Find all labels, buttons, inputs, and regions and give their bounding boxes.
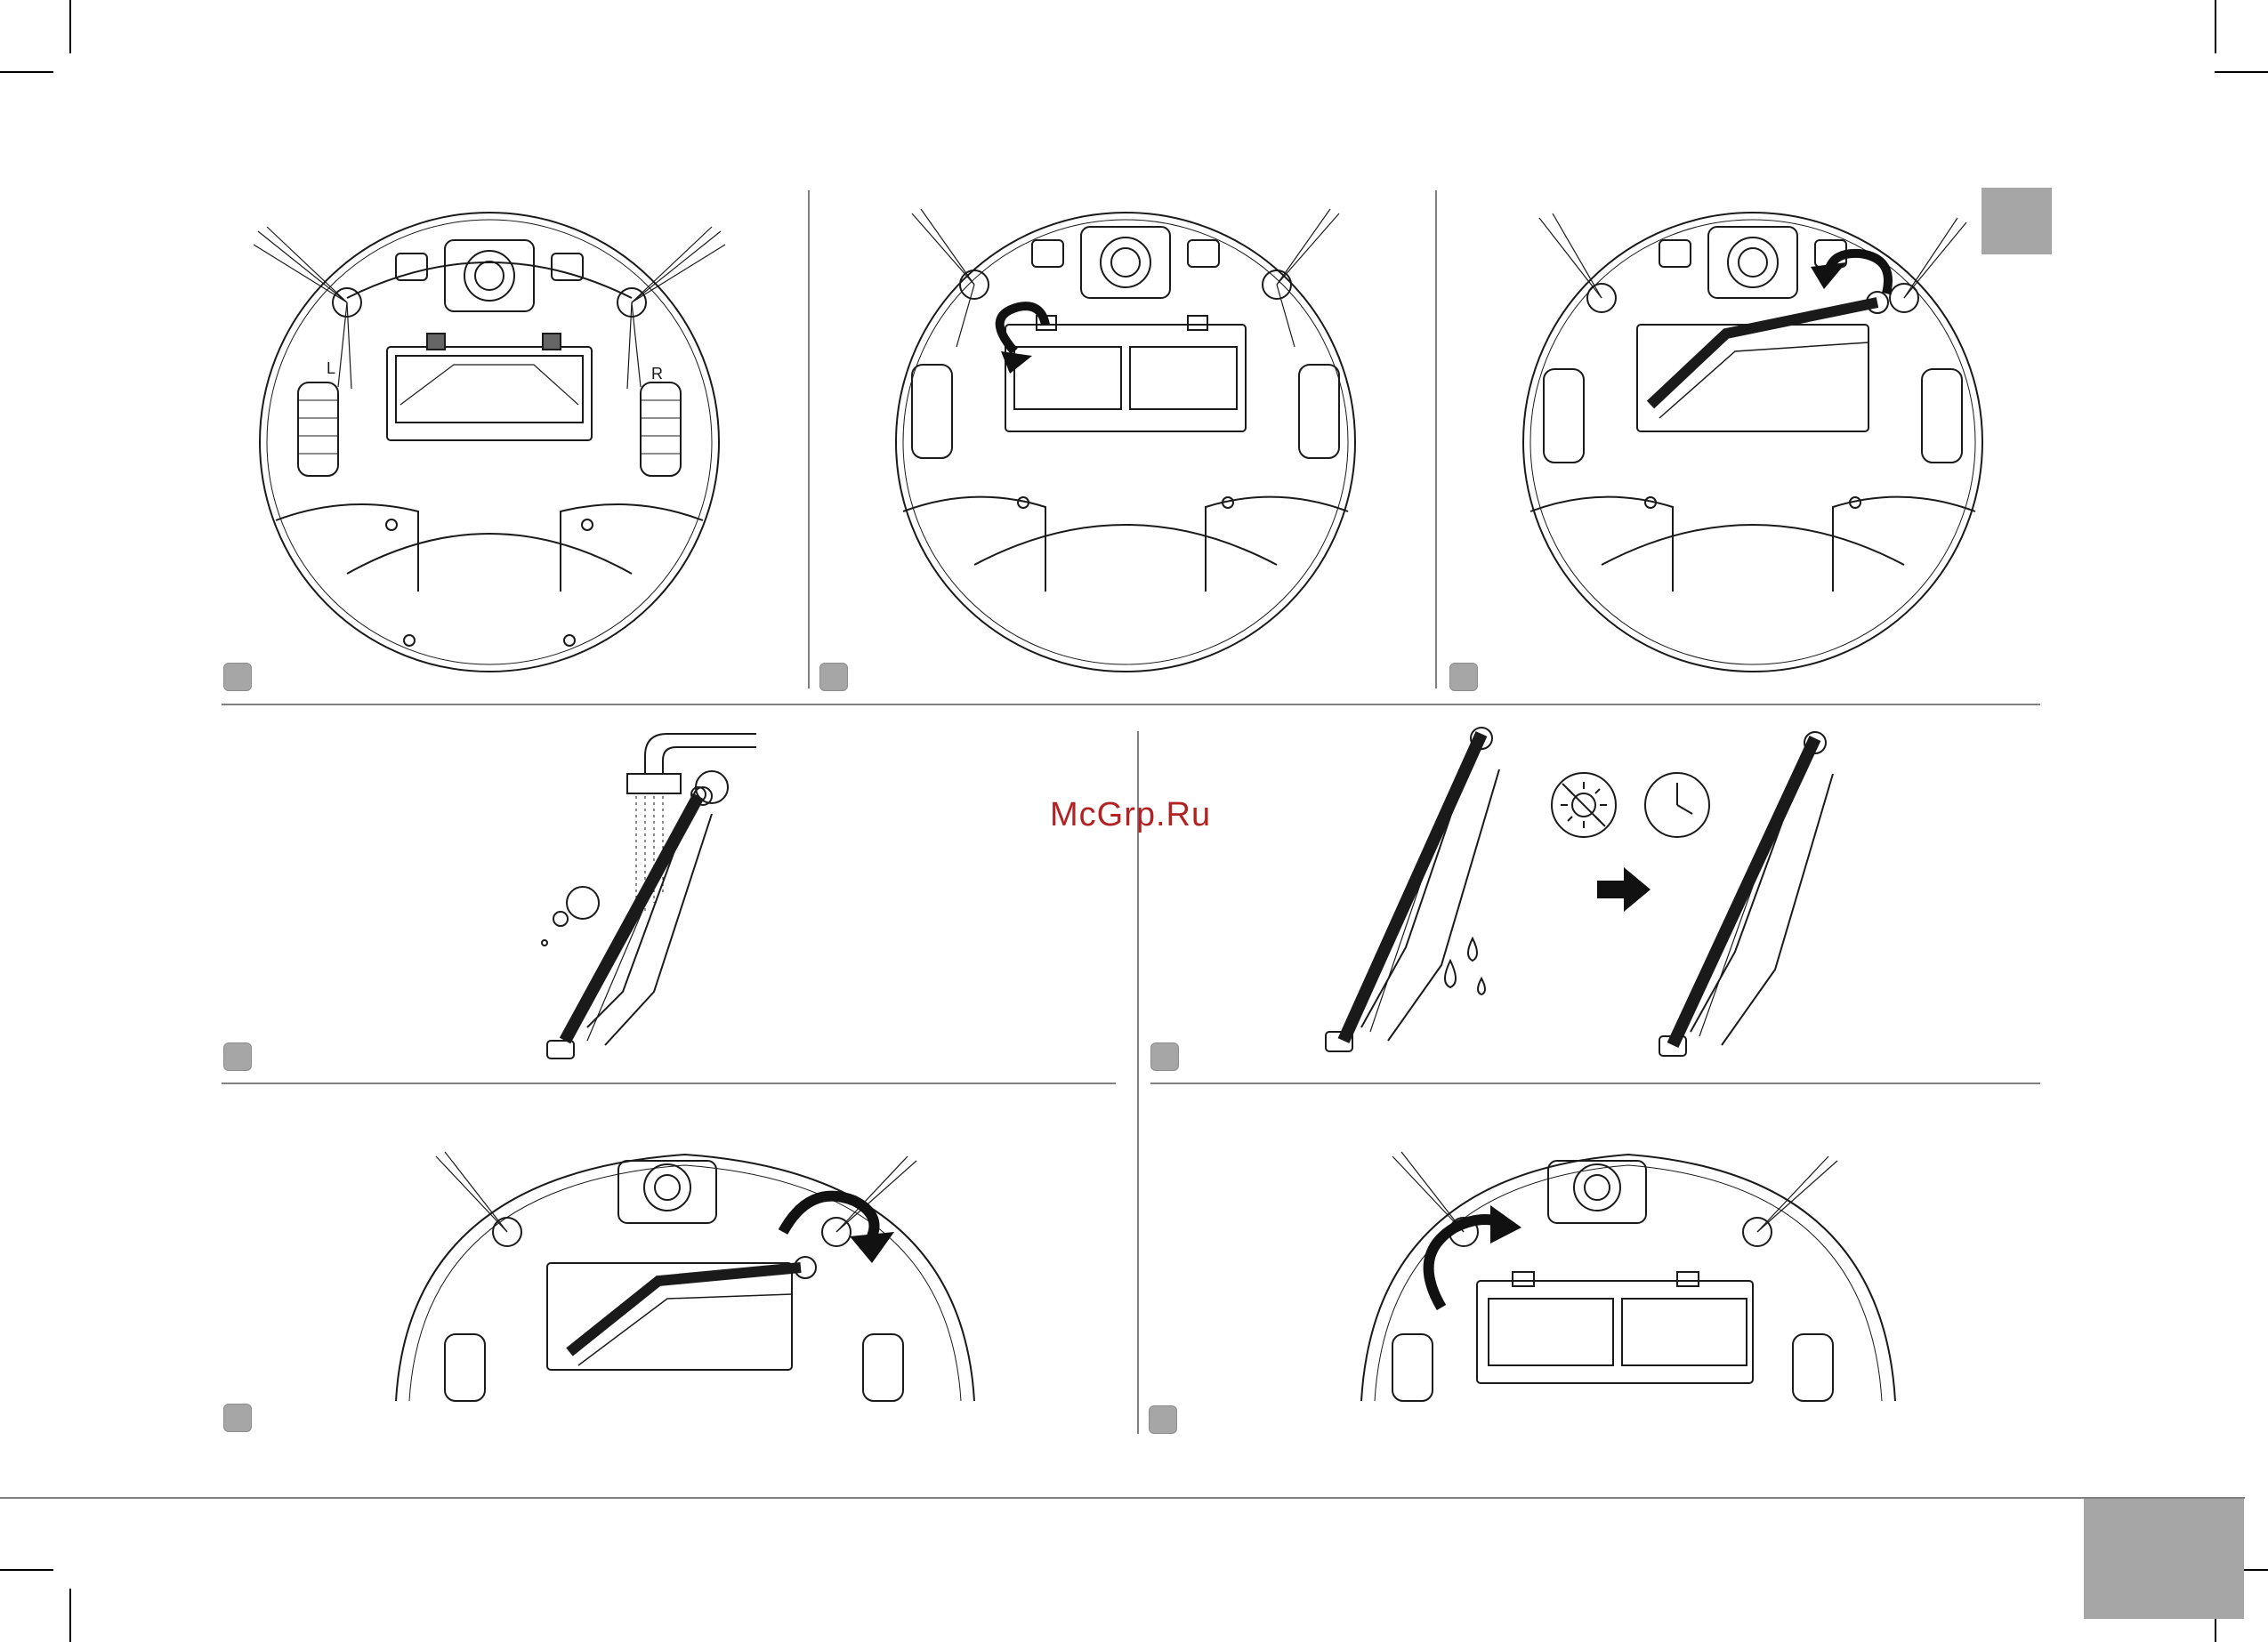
arrow-right-icon — [1597, 867, 1651, 912]
clock-icon — [1645, 773, 1709, 837]
brush-drying-figure — [1317, 725, 1895, 1063]
label-right: R — [651, 365, 663, 383]
crop-mark — [2215, 0, 2216, 53]
step-badge — [1149, 1405, 1177, 1434]
brush-washing-figure — [534, 725, 765, 1081]
crop-mark — [69, 1589, 71, 1642]
step-badge — [819, 663, 848, 691]
watermark-text: McGrp.Ru — [1050, 796, 1211, 834]
divider — [1435, 190, 1437, 688]
step-badge — [223, 1404, 252, 1432]
crop-mark — [0, 1569, 53, 1571]
step-badge — [1150, 1042, 1179, 1071]
divider — [808, 190, 810, 688]
crop-mark — [2215, 71, 2268, 73]
divider — [1150, 1083, 2040, 1084]
faucet-icon — [645, 734, 756, 774]
robot-brush-install-figure — [391, 1147, 979, 1405]
water-drops-icon — [1445, 938, 1485, 994]
step-badge — [223, 1042, 252, 1071]
divider — [1137, 731, 1139, 1434]
robot-cover-install-figure — [1357, 1147, 1900, 1405]
robot-cover-removal-figure — [876, 200, 1375, 680]
robot-brush-removal-figure — [1504, 200, 2002, 680]
footer-line — [0, 1497, 2245, 1499]
page-tab — [2084, 1497, 2244, 1619]
step-badge — [1449, 663, 1478, 691]
divider — [222, 704, 2040, 705]
crop-mark — [0, 71, 53, 73]
crop-mark — [69, 0, 71, 53]
label-left: L — [327, 359, 335, 378]
sun-crossed-icon — [1552, 773, 1616, 837]
robot-underside-figure — [240, 200, 739, 680]
divider — [222, 1083, 1116, 1084]
